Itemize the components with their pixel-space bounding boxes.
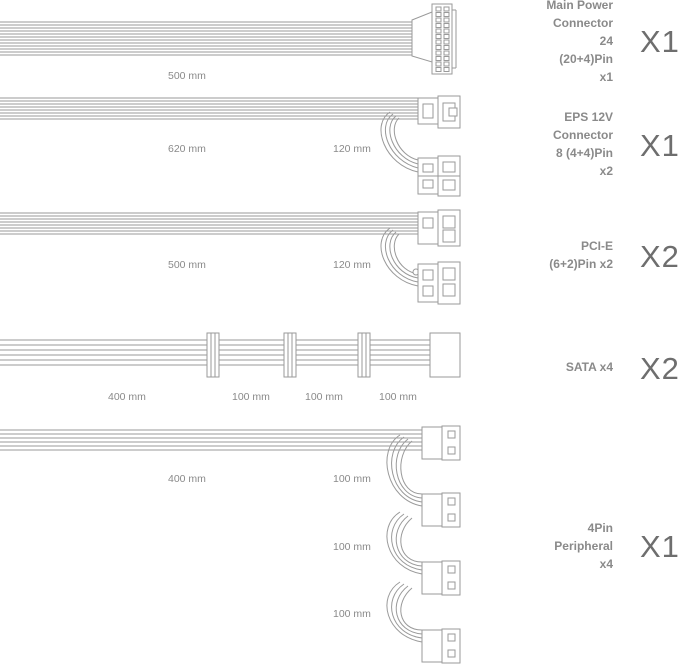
molex-connector-4 [421, 628, 461, 664]
peripheral-length-4: 100 mm [333, 608, 371, 620]
pcie-cable [0, 209, 461, 305]
molex-connector-2 [421, 492, 461, 528]
molex-connector-3 [421, 560, 461, 596]
sata-label: SATA x4 [503, 358, 613, 376]
peripheral-label-line-2: Peripheral [554, 539, 613, 553]
sata-length-4: 100 mm [379, 391, 417, 403]
main-power-label-line-4: (20+4)Pin [559, 52, 613, 66]
pcie-label-line-2: (6+2)Pin x2 [549, 257, 613, 271]
sata-connector-end [429, 332, 461, 378]
eps-quantity: X1 [640, 128, 679, 163]
eps-8pin-connector-bottom [417, 155, 461, 197]
main-power-label-line-2: Connector [553, 16, 613, 30]
main-power-24pin-connector [411, 3, 457, 75]
peripheral-label-line-1: 4Pin [587, 521, 613, 535]
pcie-label: PCI-E (6+2)Pin x2 [503, 237, 613, 273]
main-power-label-line-5: x1 [599, 70, 613, 84]
main-power-label: Main Power Connector 24 (20+4)Pin x1 [503, 0, 613, 86]
main-power-quantity: X1 [640, 24, 679, 59]
eps-label-line-2: Connector [553, 128, 613, 142]
peripheral-length-1: 400 mm [168, 473, 206, 485]
peripheral-length-3: 100 mm [333, 541, 371, 553]
sata-connector-3 [357, 332, 371, 378]
peripheral-length-2: 100 mm [333, 473, 371, 485]
molex-connector-1 [421, 425, 461, 461]
eps-label-line-4: x2 [599, 164, 613, 178]
sata-connector-2 [283, 332, 297, 378]
main-power-cable [0, 3, 457, 75]
pcie-connector-top [417, 209, 461, 247]
peripheral-cable [0, 425, 461, 664]
eps-length-1: 620 mm [168, 143, 206, 155]
main-power-label-line-3: 24 [599, 34, 613, 48]
sata-connector-1 [206, 332, 220, 378]
eps-label-line-3: 8 (4+4)Pin [555, 146, 613, 160]
eps-length-2: 120 mm [333, 143, 371, 155]
sata-length-2: 100 mm [232, 391, 270, 403]
sata-label-line-1: SATA x4 [565, 360, 613, 374]
peripheral-label: 4Pin Peripheral x4 [503, 519, 613, 573]
eps-8pin-connector-top [417, 95, 461, 129]
eps-label: EPS 12V Connector 8 (4+4)Pin x2 [503, 108, 613, 180]
sata-length-1: 400 mm [108, 391, 146, 403]
eps-12v-cable [0, 95, 461, 197]
peripheral-label-line-3: x4 [599, 557, 613, 571]
pcie-label-line-1: PCI-E [580, 239, 613, 253]
eps-label-line-1: EPS 12V [564, 110, 613, 124]
pcie-length-2: 120 mm [333, 259, 371, 271]
main-power-length-1: 500 mm [168, 70, 206, 82]
sata-cable [0, 332, 461, 378]
main-power-label-line-1: Main Power [546, 0, 613, 12]
sata-quantity: X2 [640, 351, 679, 386]
peripheral-quantity: X1 [640, 529, 679, 564]
pcie-connector-bottom [417, 261, 461, 305]
pcie-quantity: X2 [640, 239, 679, 274]
pcie-length-1: 500 mm [168, 259, 206, 271]
sata-length-3: 100 mm [305, 391, 343, 403]
